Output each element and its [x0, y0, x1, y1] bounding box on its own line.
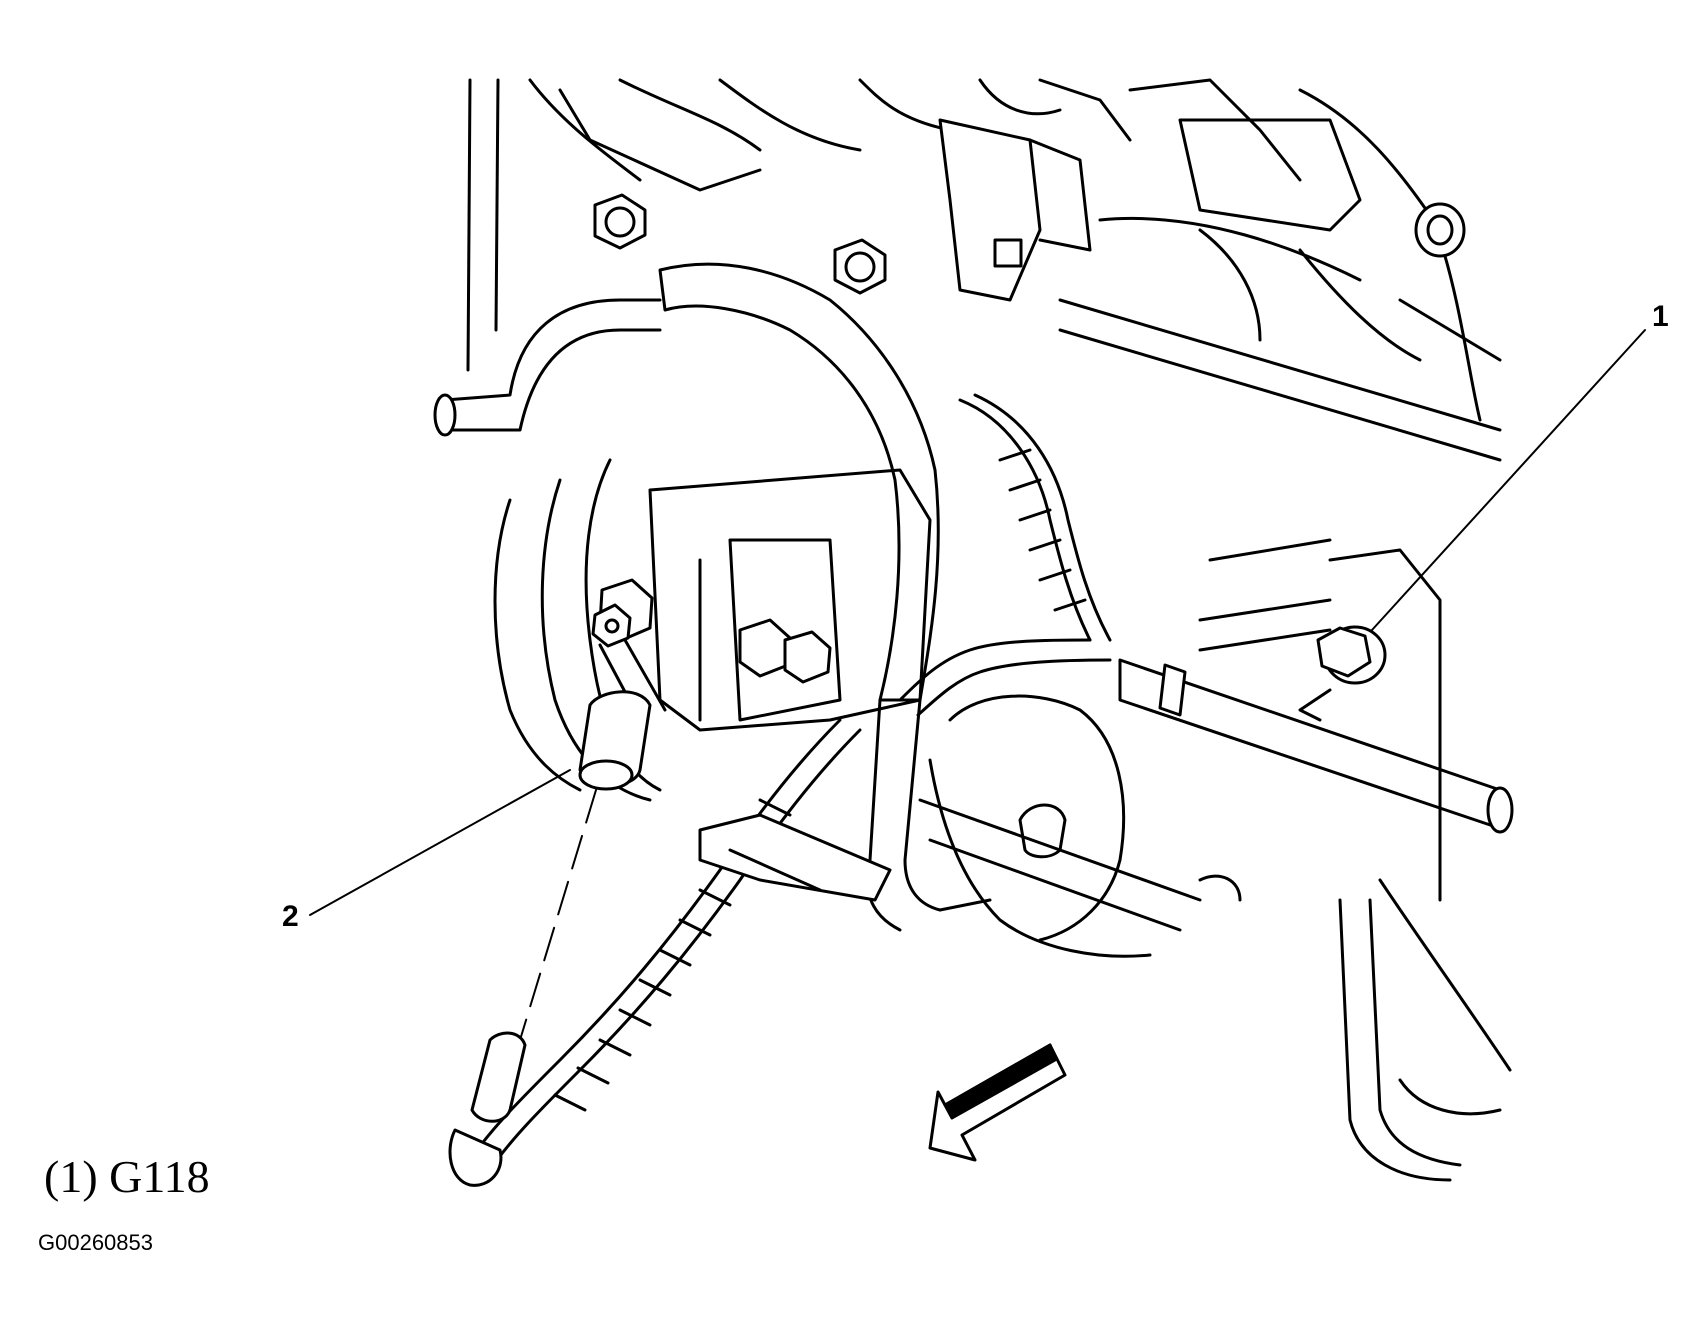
install-path-line — [519, 789, 597, 1041]
cooler-line-right — [1118, 658, 1514, 834]
sensor-connector-top — [938, 118, 1092, 302]
front-cover — [493, 458, 932, 802]
starter-housing — [918, 694, 1242, 958]
harness-clip — [698, 813, 892, 902]
bolt-pair-front — [738, 618, 832, 684]
oil-pan-right — [1198, 538, 1512, 1182]
callout-1: 1 — [1652, 300, 1669, 333]
callout-1-leader — [1371, 329, 1646, 631]
wire-terminal-end — [448, 1031, 527, 1187]
ground-bolt-g118 — [1298, 625, 1387, 722]
callout-2: 2 — [282, 900, 299, 933]
bolt-top-center — [833, 238, 887, 295]
ground-eyelet — [578, 638, 667, 791]
heater-tube-loop — [433, 262, 940, 702]
callout-2-leader — [309, 769, 571, 916]
figure-caption: (1) G118 — [44, 1151, 210, 1202]
mount-right-top — [1178, 118, 1466, 258]
direction-arrow — [928, 1043, 1067, 1162]
ground-stud-bolt — [591, 578, 654, 648]
coolant-tube-center — [865, 698, 992, 932]
bolt-top-left — [593, 193, 647, 250]
figure-code: G00260853 — [38, 1230, 153, 1255]
engine-block — [466, 78, 1502, 462]
